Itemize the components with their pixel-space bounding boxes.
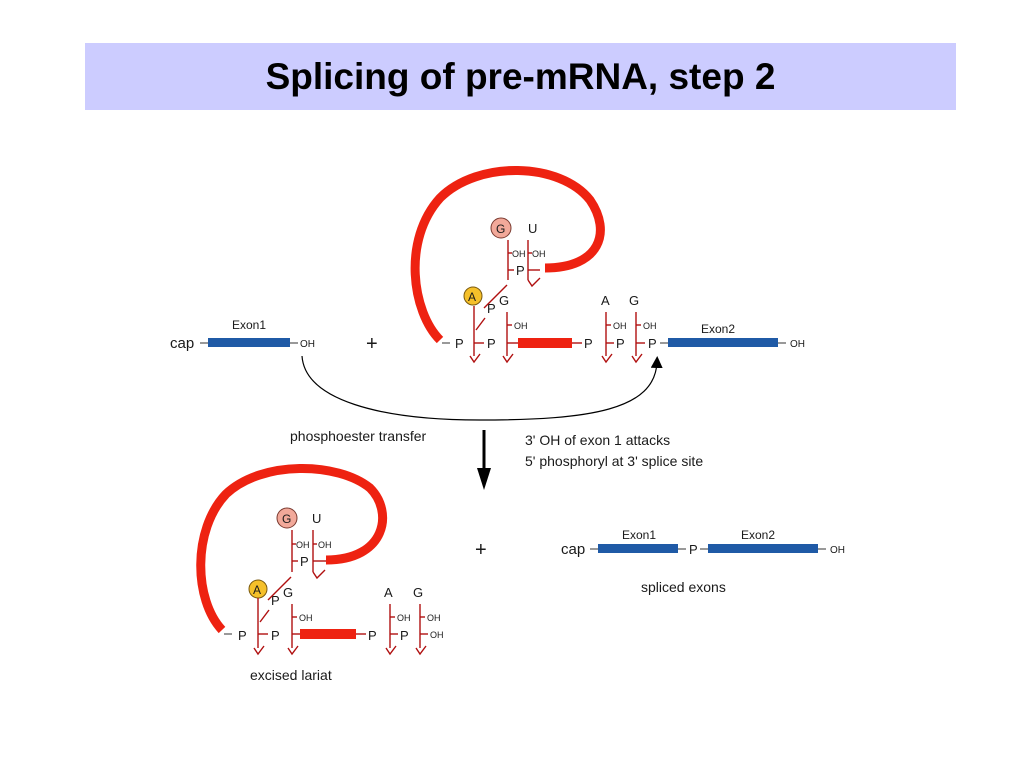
top-g3-label: G <box>629 293 639 308</box>
top-exon2-bar <box>668 338 778 347</box>
top-cap-label: cap <box>170 335 194 352</box>
title-bar: Splicing of pre-mRNA, step 2 <box>85 43 956 110</box>
top-p1: P <box>455 336 464 351</box>
page-title: Splicing of pre-mRNA, step 2 <box>265 55 776 97</box>
bottom-lariat: G U OH OH P A P G P P OH P A G <box>196 464 444 656</box>
bottom-oh-3: OH <box>299 613 313 623</box>
top-g2-label: G <box>499 293 509 308</box>
bottom-exon1-bar <box>598 544 678 553</box>
bottom-oh-2: OH <box>318 540 332 550</box>
bottom-p-junction: P <box>689 542 698 557</box>
top-exon2-oh: OH <box>790 339 805 350</box>
note-line-1: 3' OH of exon 1 attacks <box>525 432 670 448</box>
top-oh-2: OH <box>532 249 546 259</box>
top-oh-4: OH <box>613 321 627 331</box>
bottom-p4: P <box>400 628 409 643</box>
top-exon1-bar <box>208 338 290 347</box>
bottom-p2: P <box>271 628 280 643</box>
bottom-oh-4: OH <box>397 613 411 623</box>
top-lariat: G U OH OH P A P G P P OH P A G <box>410 166 657 364</box>
top-intron-segment <box>518 338 572 348</box>
spliced-exons-label: spliced exons <box>641 579 726 595</box>
bottom-cap-label: cap <box>561 541 585 558</box>
top-g-circle <box>490 217 512 239</box>
bottom-intron-loop <box>196 464 388 634</box>
excised-lariat-label: excised lariat <box>250 667 332 683</box>
bottom-p3: P <box>368 628 377 643</box>
top-exon1-oh: OH <box>300 339 315 350</box>
bottom-a3-label: A <box>384 585 393 600</box>
bottom-p-a: P <box>271 593 280 608</box>
top-oh-3: OH <box>514 321 528 331</box>
spliced-exons: cap Exon1 P Exon2 OH <box>561 528 845 558</box>
bottom-g2-label: G <box>283 585 293 600</box>
bottom-plus: + <box>475 539 487 561</box>
top-oh-5: OH <box>643 321 657 331</box>
top-p-loop: P <box>516 263 525 278</box>
phosphoester-label: phosphoester transfer <box>290 428 427 444</box>
bottom-exon2-oh: OH <box>830 545 845 556</box>
top-g-label: G <box>496 222 505 236</box>
note-line-2: 5' phosphoryl at 3' splice site <box>525 453 703 469</box>
top-u-label: U <box>528 221 537 236</box>
bottom-g3-label: G <box>413 585 423 600</box>
top-p2: P <box>487 336 496 351</box>
bottom-exon1-label: Exon1 <box>622 528 656 542</box>
top-a3-label: A <box>601 293 610 308</box>
top-intron-loop <box>410 166 605 344</box>
attack-arrow <box>301 355 663 421</box>
bottom-oh-6: OH <box>430 630 444 640</box>
top-exon1-label: Exon1 <box>232 318 266 332</box>
bottom-g-circle <box>276 507 298 529</box>
bottom-u-label: U <box>312 511 321 526</box>
bottom-oh-5: OH <box>427 613 441 623</box>
top-exon2-group: Exon2 OH <box>660 322 805 350</box>
bottom-exon2-label: Exon2 <box>741 528 775 542</box>
bottom-p1: P <box>238 628 247 643</box>
bottom-p-loop: P <box>300 554 309 569</box>
top-p3: P <box>584 336 593 351</box>
bottom-a-label: A <box>253 583 261 597</box>
top-exon1-group: cap Exon1 OH <box>170 318 315 352</box>
top-p4: P <box>616 336 625 351</box>
top-plus: + <box>366 333 378 355</box>
top-p5: P <box>648 336 657 351</box>
bottom-exon2-bar <box>708 544 818 553</box>
top-a-circle <box>463 286 483 306</box>
reaction-arrow-head <box>477 468 491 490</box>
top-exon2-label: Exon2 <box>701 322 735 336</box>
top-a-label: A <box>468 290 476 304</box>
top-p-a: P <box>487 301 496 316</box>
top-oh-1: OH <box>512 249 526 259</box>
bottom-intron-segment <box>300 629 356 639</box>
bottom-g-label: G <box>282 512 291 526</box>
bottom-oh-1: OH <box>296 540 310 550</box>
